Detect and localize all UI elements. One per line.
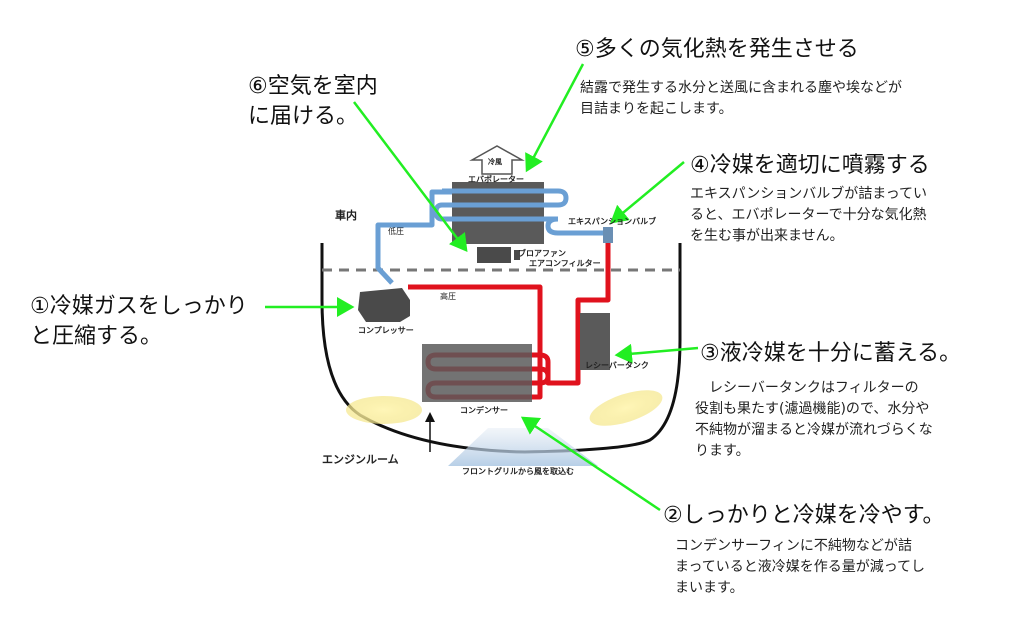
arrow-step3: [614, 343, 699, 364]
arrow-step2: [520, 416, 661, 512]
receiver-tank: [580, 313, 610, 370]
compressor: [358, 288, 410, 322]
ac-filter-label: エアコンフィルター: [529, 259, 601, 268]
engine-room-label: エンジンルーム: [322, 453, 399, 466]
headlight-left: [346, 396, 422, 424]
step2-title: ②しっかりと冷媒を冷やす。: [663, 503, 945, 528]
grille-airflow: [448, 428, 598, 466]
arrow-step5: [525, 63, 585, 173]
low-pressure-pipe: [375, 189, 455, 285]
step4-note: エキスパンションバルブが詰まってい ると、エバポレーターで十分な気化熱 を生む事…: [690, 186, 928, 244]
evaporator-label: エバポレーター: [468, 175, 524, 184]
arrow-step4: [610, 161, 685, 224]
condenser-fins: [422, 344, 532, 402]
cabin-label: 車内: [335, 209, 357, 222]
blower-fan: [477, 247, 511, 263]
step3-title: ③液冷媒を十分に蓄える。: [700, 341, 962, 366]
step6-title: ⑥空気を室内 に届ける。: [248, 74, 378, 129]
expansion-valve-label: エキスパンションバルブ: [568, 217, 657, 226]
ac-filter: [514, 250, 520, 260]
cold-air-label: 冷風: [488, 158, 502, 166]
step5-title: ⑤多くの気化熱を発生させる: [575, 37, 859, 62]
step3-note: レシーバータンクはフィルターの 役割も果たす(濾過機能)ので、水分や 不純物が溜…: [695, 380, 933, 459]
step4-title: ④冷媒を適切に噴霧する: [690, 153, 930, 178]
blower-label: ブロアファン: [518, 249, 566, 258]
front-grille-label: フロントグリルから風を取込む: [462, 467, 574, 476]
receiver-tank-label: レシーバータンク: [585, 361, 649, 370]
expansion-valve: [603, 227, 613, 243]
engine-room-arrowhead: [425, 412, 435, 422]
low-pressure-label: 低圧: [388, 227, 404, 236]
step1-title: ①冷媒ガスをしっかり と圧縮する。: [30, 294, 248, 349]
headlight-right: [589, 390, 663, 426]
step5-note: 結露で発生する水分と送風に含まれる塵や埃などが 目詰まりを起こします。: [580, 80, 902, 117]
arrow-step6: [353, 101, 468, 252]
high-pressure-label: 高圧: [440, 292, 456, 301]
cold-air-arrow: [469, 145, 525, 175]
condenser-label: コンデンサー: [460, 406, 508, 415]
compressor-label: コンプレッサー: [358, 326, 414, 335]
step2-note: コンデンサーフィンに不純物などが詰 まっていると液冷媒を作る量が減ってし まいま…: [675, 538, 926, 596]
